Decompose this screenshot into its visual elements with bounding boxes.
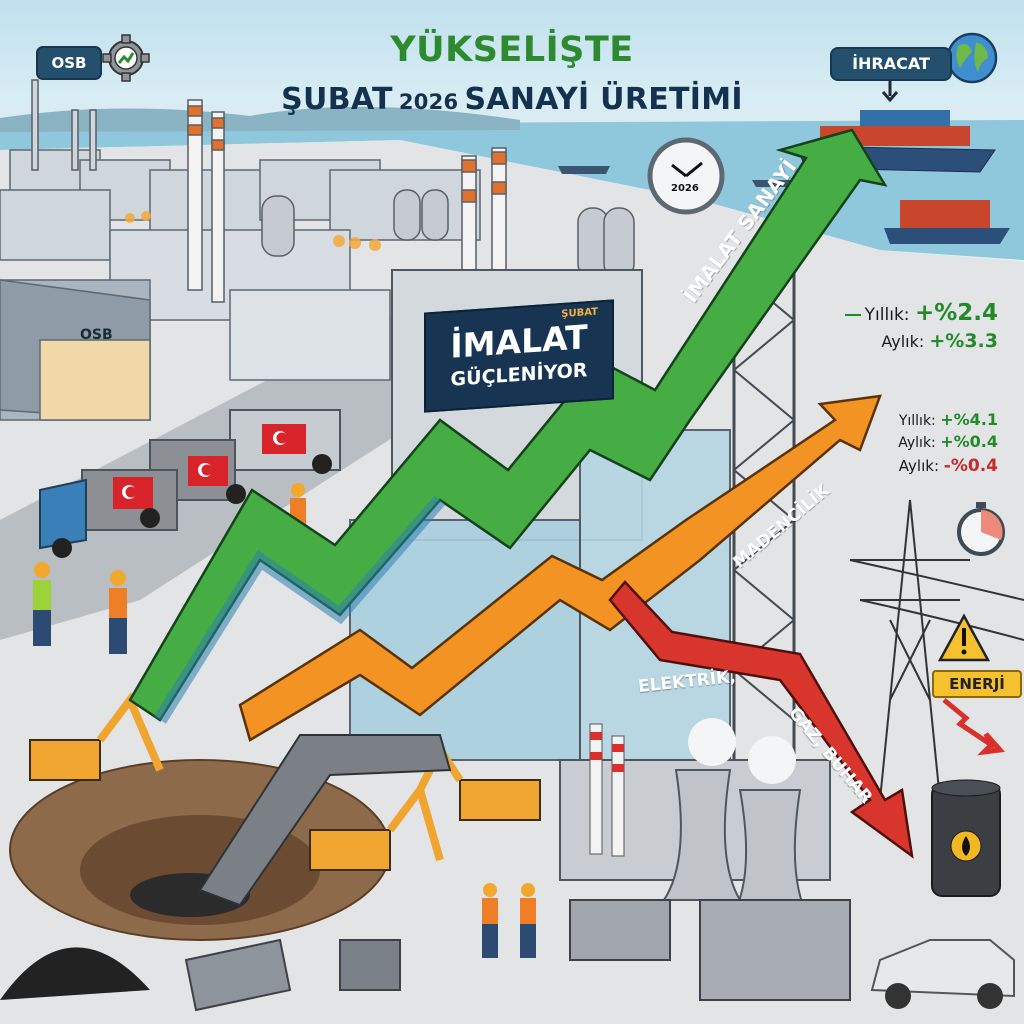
silos (261, 189, 635, 279)
distant-hills (0, 106, 520, 132)
madencilik-arrow (238, 394, 882, 742)
subtitle-month: ŞUBAT (281, 82, 393, 117)
subtitle-topic: SANAYİ ÜRETİMİ (464, 82, 743, 117)
madencilik-monthly-value: +%0.4 (940, 432, 998, 451)
madencilik-annual-stat: Yıllık: +%4.1 (898, 410, 998, 429)
elektrik-monthly-stat: Aylık: -%0.4 (898, 456, 998, 476)
warehouse-sign: OSB (80, 327, 113, 343)
imalat-annual-stat: Yıllık: +%2.4 (844, 300, 998, 326)
madencilik-monthly-stat: Aylık: +%0.4 (898, 432, 998, 451)
export-down-arrow (881, 78, 899, 103)
stopwatch-icon (957, 502, 1005, 556)
headline: YÜKSELİŞTE (390, 30, 634, 70)
furnace-glow (125, 211, 381, 251)
elektrik-monthly-value: -%0.4 (943, 456, 998, 476)
globe-icon (946, 32, 998, 84)
imalat-monthly-stat: Aylık: +%3.3 (881, 330, 998, 352)
clock-year: 2026 (671, 183, 699, 194)
leader-line (844, 314, 861, 316)
elektrik-arrow (608, 580, 914, 859)
imalat-annual-value: +%2.4 (914, 300, 998, 326)
madencilik-annual-value: +%4.1 (940, 410, 998, 429)
gear-trend-icon (102, 34, 150, 82)
imalat-banner: ŞUBAT İMALAT GÜÇLENİYOR (424, 299, 614, 413)
imalat-monthly-value: +%3.3 (929, 330, 998, 352)
export-badge: İHRACAT (830, 47, 952, 81)
power-plant (559, 718, 831, 921)
car (870, 939, 1015, 1009)
coal-pile (0, 947, 150, 1000)
steel-beams-and-parts (184, 899, 851, 1012)
background-factories (0, 149, 481, 421)
osb-badge: OSB (36, 46, 102, 80)
grey-base-arrow (198, 734, 452, 907)
energy-sign: ENERJİ (932, 670, 1022, 698)
clock-icon (647, 137, 725, 215)
power-pylon (849, 499, 1024, 801)
oil-barrel-icon (931, 779, 1001, 897)
imalat-arrow (128, 128, 888, 722)
sea (0, 120, 1024, 260)
warning-icon (937, 613, 991, 662)
trucks-turkish-flags (39, 409, 341, 558)
subtitle-year: 2026 (398, 90, 459, 114)
falling-trend-icon (942, 698, 1005, 756)
